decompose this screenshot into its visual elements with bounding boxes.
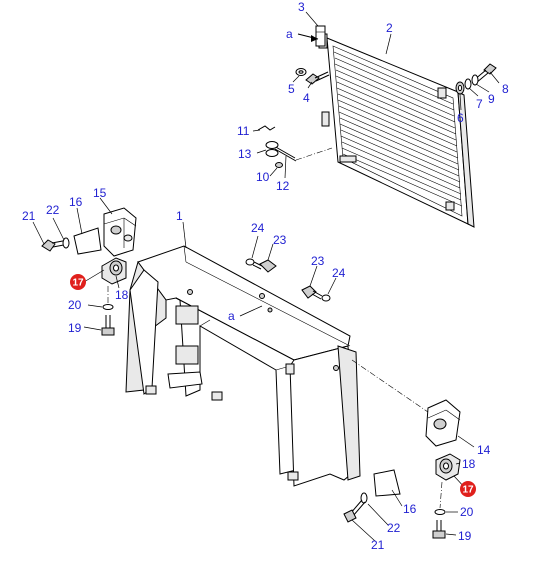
callout-6: 6 — [457, 111, 464, 125]
callout-20-right: 20 — [460, 505, 474, 519]
callout-19-left: 19 — [68, 321, 82, 335]
washer-part-13 — [265, 141, 279, 157]
bolt-part-23-middle — [301, 285, 323, 300]
washer-part-24-upper — [245, 258, 255, 266]
callout-21-left: 21 — [22, 209, 36, 223]
callout-18-right: 18 — [462, 457, 476, 471]
callout-24-upper: 24 — [251, 221, 265, 235]
view-arrow-a-top — [297, 33, 319, 42]
plate-part-16-left — [73, 227, 102, 255]
callout-11: 11 — [237, 124, 250, 138]
plate-part-16-right — [373, 469, 401, 497]
callout-1: 1 — [176, 209, 183, 223]
callout-8: 8 — [502, 82, 509, 96]
callout-15: 15 — [93, 186, 107, 200]
frame-part-1 — [125, 245, 361, 487]
view-arrow-a-frame — [239, 305, 263, 317]
washer-part-20-right — [434, 509, 446, 515]
bolt-part-19-right — [432, 520, 446, 539]
bracket-part-15 — [103, 207, 137, 257]
washer-part-22-left — [62, 237, 70, 249]
washer-part-10 — [275, 162, 283, 168]
callout-labels: 3 2 a 4 5 6 7 9 8 11 13 10 12 1 15 16 22… — [22, 0, 509, 552]
callout-22-right: 22 — [387, 521, 401, 535]
callout-14: 14 — [477, 443, 491, 457]
callout-16-right: 16 — [403, 502, 417, 516]
leader-lines — [32, 11, 500, 542]
callout-23-middle: 23 — [311, 254, 325, 268]
highlight-callout-17-left: 17 — [70, 274, 86, 290]
callout-16-left: 16 — [69, 195, 83, 209]
callout-17-left: 17 — [72, 278, 84, 289]
washer-part-24-middle — [321, 294, 331, 302]
highlight-callout-17-right: 17 — [460, 481, 476, 497]
callout-3: 3 — [298, 0, 305, 14]
callout-13: 13 — [238, 147, 252, 161]
callout-12: 12 — [276, 179, 290, 193]
callout-19-right: 19 — [458, 529, 472, 543]
pin-part-12 — [273, 145, 297, 162]
callout-18-left: 18 — [115, 288, 129, 302]
callout-23-upper: 23 — [273, 233, 287, 247]
grille-panel — [318, 33, 475, 228]
callout-10: 10 — [256, 170, 270, 184]
view-letter-a-frame: a — [228, 309, 235, 323]
callout-5: 5 — [288, 82, 295, 96]
callout-9: 9 — [488, 92, 495, 106]
mount-part-17-left — [101, 257, 127, 285]
washer-part-9 — [471, 74, 479, 86]
washer-part-5 — [295, 68, 307, 76]
washer-part-22-right — [360, 492, 368, 504]
bracket-part-14 — [425, 399, 461, 447]
callout-21-right: 21 — [371, 538, 385, 552]
callout-4: 4 — [303, 91, 310, 105]
callout-22-left: 22 — [46, 203, 60, 217]
view-letter-a-top: a — [286, 27, 293, 41]
bolt-part-4 — [305, 71, 330, 85]
mount-part-17-right — [435, 453, 461, 481]
clip-part-3 — [315, 25, 326, 47]
callout-2: 2 — [386, 21, 393, 35]
bolt-part-23-upper — [252, 259, 277, 273]
bolt-part-19-left — [101, 315, 115, 336]
washer-part-7 — [464, 78, 472, 90]
washer-part-6 — [455, 81, 465, 95]
bolt-part-21-right — [343, 499, 366, 523]
callout-7: 7 — [476, 97, 483, 111]
callout-20-left: 20 — [68, 298, 82, 312]
washer-part-20-left — [102, 304, 114, 310]
grille-slats — [333, 51, 463, 207]
callout-17-right: 17 — [462, 485, 474, 496]
pin-part-11 — [257, 125, 276, 131]
callout-24-middle: 24 — [332, 266, 346, 280]
